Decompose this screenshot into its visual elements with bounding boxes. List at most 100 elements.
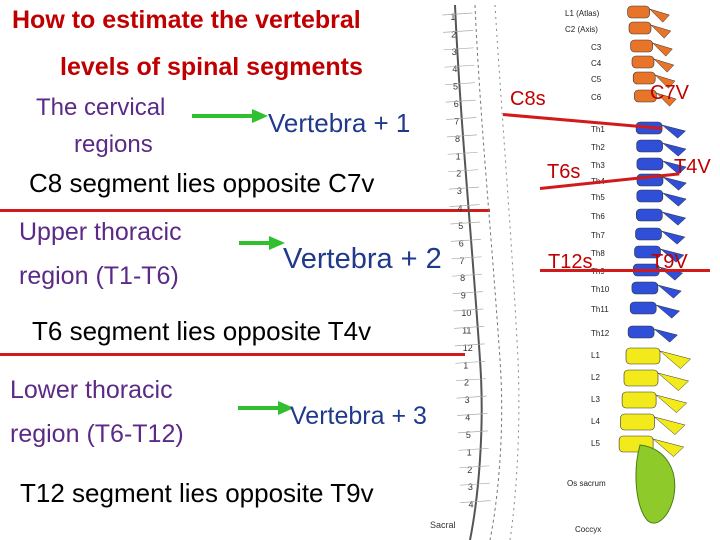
- spine-label-lu1: L1: [591, 351, 600, 360]
- cord-segment-number: 8: [460, 273, 465, 283]
- page-title-line2: levels of spinal segments: [60, 53, 363, 81]
- cord-segment-tick: [453, 308, 484, 312]
- cord-segment-number: 4: [465, 413, 470, 423]
- cord-segment-number: 4: [469, 500, 474, 510]
- vertebra-process-c5: [655, 74, 676, 89]
- vertebra-process-c4: [653, 58, 675, 73]
- vertebra-process-th5: [662, 192, 687, 207]
- spine-label-c6: C6: [591, 93, 602, 102]
- vertebra-c5: [632, 71, 656, 85]
- cord-segment-tick: [455, 378, 487, 382]
- cord-segment-tick: [450, 221, 481, 225]
- vertebra-th6: [636, 208, 663, 222]
- page-title-line1: How to estimate the vertebral: [12, 6, 361, 34]
- spine-label-th3: Th3: [591, 161, 605, 170]
- cervical-divider: [0, 209, 490, 212]
- spine-label-lu5: L5: [591, 439, 600, 448]
- cord-segment-tick: [446, 117, 477, 120]
- vertebra-lu2: [623, 369, 659, 387]
- vertebra-th11: [629, 301, 657, 315]
- cord-segment-tick: [451, 256, 482, 260]
- spine-label-lu4: L4: [591, 417, 600, 426]
- cord-segment-tick: [459, 465, 490, 469]
- vertebra-process-lu5: [652, 438, 685, 457]
- cord-segment-tick: [444, 82, 476, 86]
- spine-label-c4: C4: [591, 59, 602, 68]
- cord-segment-tick: [449, 204, 480, 207]
- lower-thoracic-rule: Vertebra + 3: [290, 402, 427, 430]
- spine-label-th1: Th1: [591, 125, 605, 134]
- cervical-region-label-line1: The cervical: [36, 94, 166, 121]
- lower-thoracic-statement: T12 segment lies opposite T9v: [20, 478, 374, 508]
- vertebra-process-th1: [661, 124, 687, 139]
- lower-thoracic-region-label-line2: region (T6-T12): [10, 420, 184, 448]
- vertebra-process-lu1: [659, 350, 692, 369]
- cord-segment-number: 7: [454, 117, 459, 127]
- upper-thoracic-statement: T6 segment lies opposite T4v: [32, 316, 372, 346]
- cord-segment-tick: [459, 482, 490, 486]
- cord-segment-number: 3: [452, 47, 457, 57]
- vertebra-c6: [634, 89, 657, 103]
- cord-segment-tick: [452, 291, 483, 294]
- spine-label-th12: Th12: [591, 329, 610, 338]
- vertebra-process-th2: [662, 142, 687, 157]
- vertebra-th5: [636, 189, 664, 203]
- marker-t6s: T6s: [547, 161, 581, 183]
- upper-thoracic-divider: [0, 353, 465, 356]
- upper-thoracic-rule: Vertebra + 2: [283, 243, 442, 275]
- vertebra-c3: [630, 39, 653, 53]
- cord-segment-tick: [457, 413, 488, 416]
- cord-segment-tick: [456, 395, 487, 399]
- cord-segment-tick: [455, 360, 486, 364]
- cord-segment-number: 3: [457, 186, 462, 196]
- upper-thoracic-region-label-line2: region (T1-T6): [19, 262, 179, 290]
- cord-segment-tick: [454, 343, 485, 347]
- cord-segment-number: 6: [459, 238, 464, 248]
- marker-c7v: C7V: [650, 82, 689, 104]
- vertebra-process-th4: [662, 176, 687, 191]
- cord-segment-tick: [454, 326, 485, 329]
- cervical-statement: C8 segment lies opposite C7v: [29, 168, 375, 198]
- cord-segment-number: 6: [454, 99, 459, 109]
- spine-label-lu3: L3: [591, 395, 600, 404]
- vertebra-process-l2: [650, 24, 672, 39]
- cord-segment-number: 2: [451, 29, 456, 39]
- vertebra-th12: [627, 325, 655, 339]
- vertebra-l1: [627, 5, 650, 19]
- cord-segment-tick: [445, 99, 476, 103]
- vertebra-th3: [636, 157, 664, 171]
- cervical-region-label-line2: regions: [74, 131, 153, 158]
- lower-thoracic-region-label-line1: Lower thoracic: [10, 376, 173, 404]
- cord-segment-number: 2: [467, 465, 472, 475]
- cord-segment-tick: [443, 47, 474, 51]
- spine-label-th6: Th6: [591, 212, 605, 221]
- spine-label-lu2: L2: [591, 373, 600, 382]
- vertebra-process-th10: [657, 284, 682, 299]
- cord-segment-number: 2: [464, 378, 469, 388]
- marker-t12s: T12s: [548, 251, 593, 273]
- vertebra-process-th12: [653, 328, 679, 343]
- cord-segment-number: 5: [458, 221, 463, 231]
- cord-segment-tick: [442, 12, 473, 16]
- spine-label-th5: Th5: [591, 193, 605, 202]
- cord-segment-number: 1: [450, 12, 455, 22]
- cord-segment-number: 11: [462, 325, 471, 335]
- vertebra-process-c3: [652, 42, 673, 57]
- spine-label-th2: Th2: [591, 143, 605, 152]
- vertebra-process-lu2: [657, 372, 690, 391]
- spine-label-th10: Th10: [591, 285, 610, 294]
- cord-segment-number: 8: [455, 134, 460, 144]
- spine-label-l2: C2 (Axis): [565, 25, 598, 34]
- marker-t9v: T9V: [651, 251, 688, 273]
- spine-label-th7: Th7: [591, 231, 605, 240]
- upper-thoracic-arrow-icon: [239, 236, 285, 250]
- vertebra-th8: [634, 245, 661, 259]
- cord-segment-number: 1: [467, 447, 472, 457]
- cord-segment-tick: [452, 273, 483, 277]
- spine-label-sacrum: Os sacrum: [567, 479, 606, 488]
- vertebra-th2: [636, 139, 663, 153]
- cord-segment-tick: [458, 447, 489, 451]
- marker-c8s: C8s: [510, 88, 546, 110]
- vertebra-process-th8: [660, 248, 685, 263]
- cord-segment-tick: [443, 30, 474, 33]
